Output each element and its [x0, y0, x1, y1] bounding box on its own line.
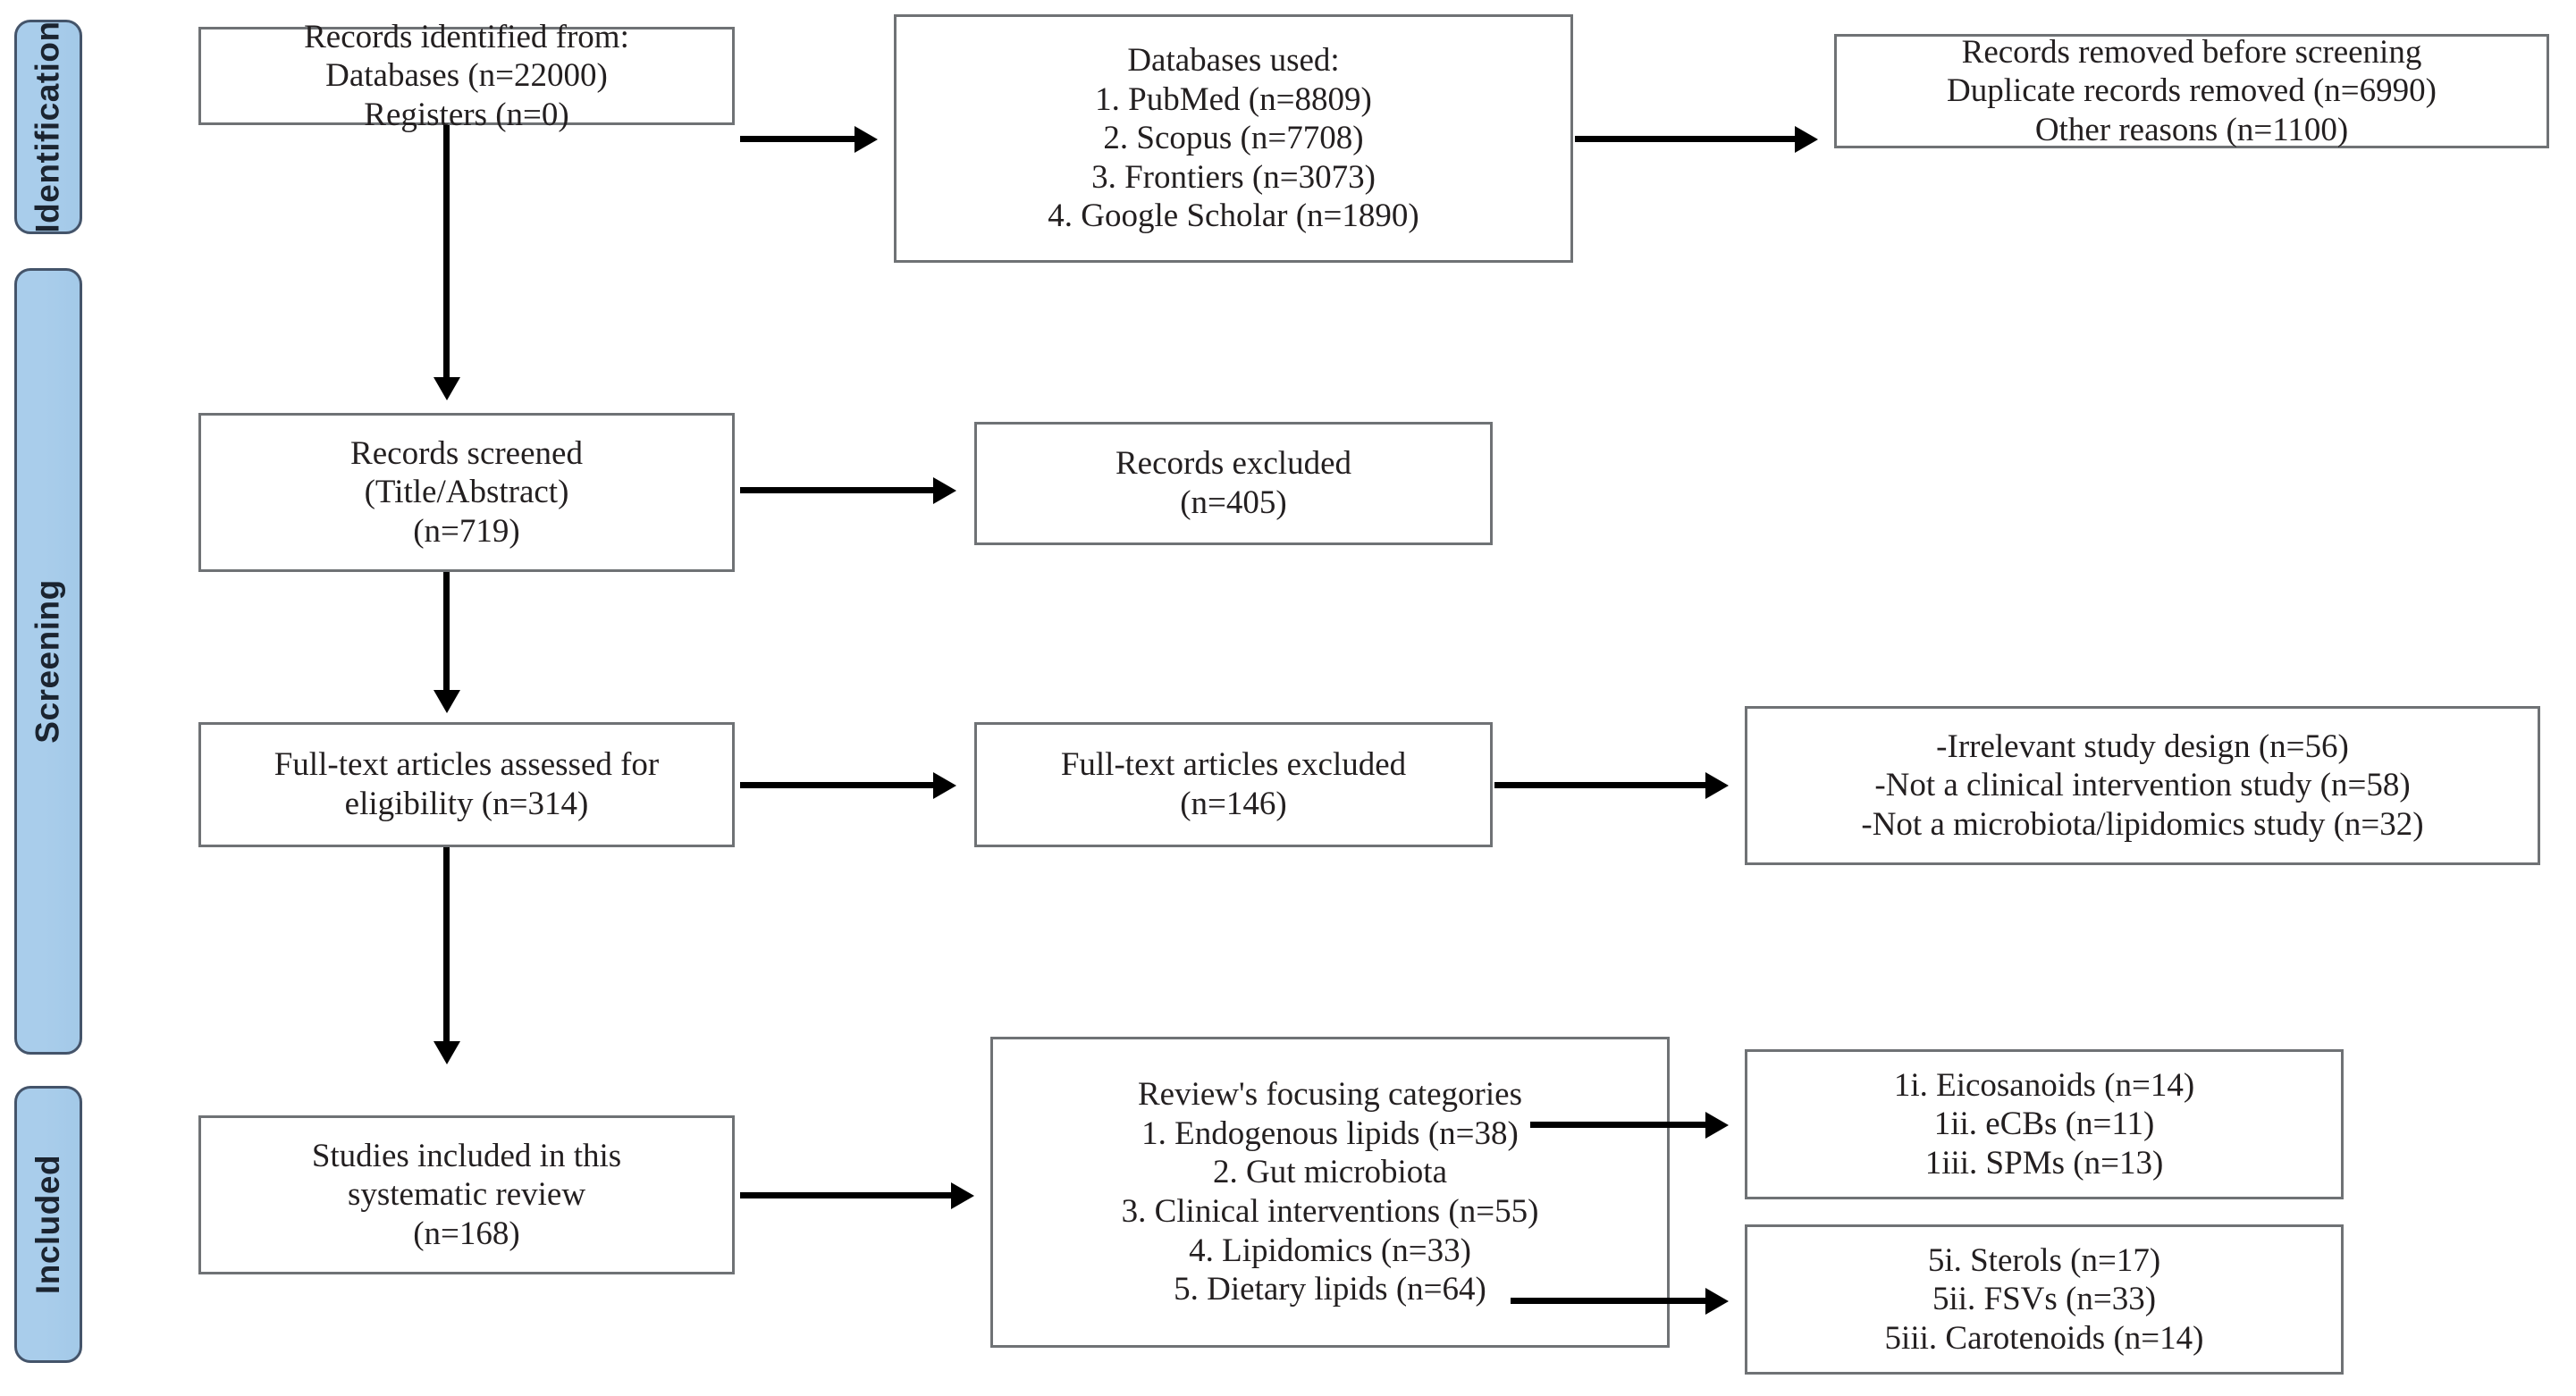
- endogenous-subcat-line-3: 1iii. SPMs (n=13): [1924, 1144, 2164, 1182]
- review-categories-item-5: 5. Dietary lipids (n=64): [1174, 1271, 1486, 1308]
- fulltext-excluded-line-2: (n=146): [1180, 786, 1287, 822]
- arrowhead-identified-to-screened: [434, 377, 460, 400]
- arrowhead-endogenous-to-subcats: [1705, 1112, 1729, 1139]
- records-removed-line-1: Records removed before screening: [1961, 33, 2422, 71]
- arrowhead-excluded-to-reasons: [1705, 772, 1729, 799]
- stage-label-identification-text: Identification: [29, 21, 67, 233]
- arrowhead-dietary-to-subcats: [1705, 1288, 1729, 1315]
- stage-label-included: Included: [14, 1086, 82, 1363]
- connector-dietary-stub: [1511, 1298, 1709, 1304]
- box-fulltext-excluded: Full-text articles excluded (n=146): [974, 722, 1493, 847]
- dietary-subcat-line-2: 5ii. FSVs (n=33): [1932, 1281, 2157, 1318]
- box-records-screened: Records screened (Title/Abstract) (n=719…: [198, 413, 735, 572]
- databases-used-item-1: 1. PubMed (n=8809): [1095, 80, 1372, 118]
- review-categories-item-1: 1. Endogenous lipids (n=38): [1141, 1114, 1519, 1152]
- records-screened-line-1: Records screened: [350, 434, 583, 472]
- records-screened-line-2: (Title/Abstract): [364, 474, 569, 511]
- endogenous-subcat-line-2: 1ii. eCBs (n=11): [1933, 1106, 2155, 1143]
- exclusion-reason-line-3: -Not a microbiota/lipidomics study (n=32…: [1861, 805, 2424, 843]
- records-identified-line-2: Databases (n=22000): [325, 57, 608, 95]
- dietary-subcat-line-1: 5i. Sterols (n=17): [1927, 1241, 2161, 1279]
- arrowhead-databases-to-removed: [1795, 126, 1818, 153]
- review-categories-item-2: 2. Gut microbiota: [1212, 1154, 1448, 1191]
- databases-used-item-3: 3. Frontiers (n=3073): [1091, 158, 1376, 196]
- records-removed-line-3: Other reasons (n=1100): [2034, 111, 2349, 148]
- connector-identified-to-screened: [443, 125, 450, 384]
- studies-included-line-2: systematic review: [347, 1176, 586, 1214]
- exclusion-reason-line-1: -Irrelevant study design (n=56): [1936, 727, 2349, 765]
- arrowhead-screened-to-excluded: [933, 477, 956, 504]
- connector-identified-to-databases: [740, 136, 856, 142]
- connector-fulltext-to-included: [443, 847, 450, 1048]
- arrowhead-screened-to-fulltext: [434, 690, 460, 713]
- connector-screened-to-fulltext: [443, 572, 450, 697]
- arrowhead-included-to-categories: [951, 1182, 974, 1209]
- databases-used-item-4: 4. Google Scholar (n=1890): [1048, 198, 1419, 235]
- box-records-removed: Records removed before screening Duplica…: [1834, 34, 2549, 148]
- box-databases-used: Databases used: 1. PubMed (n=8809) 2. Sc…: [894, 14, 1573, 263]
- box-exclusion-reasons: -Irrelevant study design (n=56) -Not a c…: [1745, 706, 2540, 865]
- box-endogenous-subcategories: 1i. Eicosanoids (n=14) 1ii. eCBs (n=11) …: [1745, 1049, 2344, 1199]
- box-records-identified: Records identified from: Databases (n=22…: [198, 19, 735, 133]
- stage-label-included-text: Included: [29, 1154, 66, 1295]
- arrowhead-fulltext-to-included: [434, 1041, 460, 1064]
- studies-included-line-1: Studies included in this: [311, 1137, 622, 1174]
- review-categories-item-4: 4. Lipidomics (n=33): [1189, 1232, 1471, 1269]
- box-fulltext-assessed: Full-text articles assessed for eligibil…: [198, 722, 735, 847]
- review-categories-item-3: 3. Clinical interventions (n=55): [1121, 1193, 1539, 1230]
- records-removed-line-2: Duplicate records removed (n=6990): [1947, 72, 2437, 110]
- stage-label-screening: Screening: [14, 268, 82, 1055]
- stage-label-screening-text: Screening: [29, 579, 66, 744]
- dietary-subcat-line-3: 5iii. Carotenoids (n=14): [1884, 1319, 2204, 1357]
- box-dietary-subcategories: 5i. Sterols (n=17) 5ii. FSVs (n=33) 5iii…: [1745, 1224, 2344, 1375]
- records-screened-line-3: (n=719): [413, 512, 520, 550]
- box-records-excluded: Records excluded (n=405): [974, 422, 1493, 545]
- arrowhead-identified-to-databases: [854, 126, 878, 153]
- records-excluded-line-2: (n=405): [1180, 484, 1287, 521]
- connector-assessed-to-excluded: [740, 782, 937, 788]
- exclusion-reason-line-2: -Not a clinical intervention study (n=58…: [1874, 767, 2411, 804]
- stage-label-identification: Identification: [14, 20, 82, 234]
- records-identified-line-1: Records identified from:: [304, 18, 629, 55]
- fulltext-assessed-line-2: eligibility (n=314): [344, 786, 589, 822]
- studies-included-line-3: (n=168): [413, 1215, 520, 1252]
- connector-endogenous-stub: [1530, 1122, 1709, 1128]
- fulltext-assessed-line-1: Full-text articles assessed for: [274, 746, 660, 784]
- review-categories-title: Review's focusing categories: [1138, 1076, 1522, 1114]
- box-review-categories: Review's focusing categories 1. Endogeno…: [990, 1037, 1670, 1348]
- fulltext-excluded-line-1: Full-text articles excluded: [1060, 746, 1407, 784]
- connector-screened-to-excluded: [740, 487, 937, 493]
- arrowhead-assessed-to-excluded: [933, 772, 956, 799]
- connector-databases-to-removed: [1575, 136, 1798, 142]
- databases-used-item-2: 2. Scopus (n=7708): [1103, 120, 1364, 157]
- connector-included-to-categories: [740, 1192, 955, 1198]
- records-identified-line-3: Registers (n=0): [364, 96, 569, 133]
- databases-used-title: Databases used:: [1127, 41, 1340, 79]
- connector-excluded-to-reasons: [1494, 782, 1709, 788]
- box-studies-included: Studies included in this systematic revi…: [198, 1115, 735, 1274]
- endogenous-subcat-line-1: 1i. Eicosanoids (n=14): [1893, 1066, 2195, 1104]
- records-excluded-line-1: Records excluded: [1115, 445, 1352, 483]
